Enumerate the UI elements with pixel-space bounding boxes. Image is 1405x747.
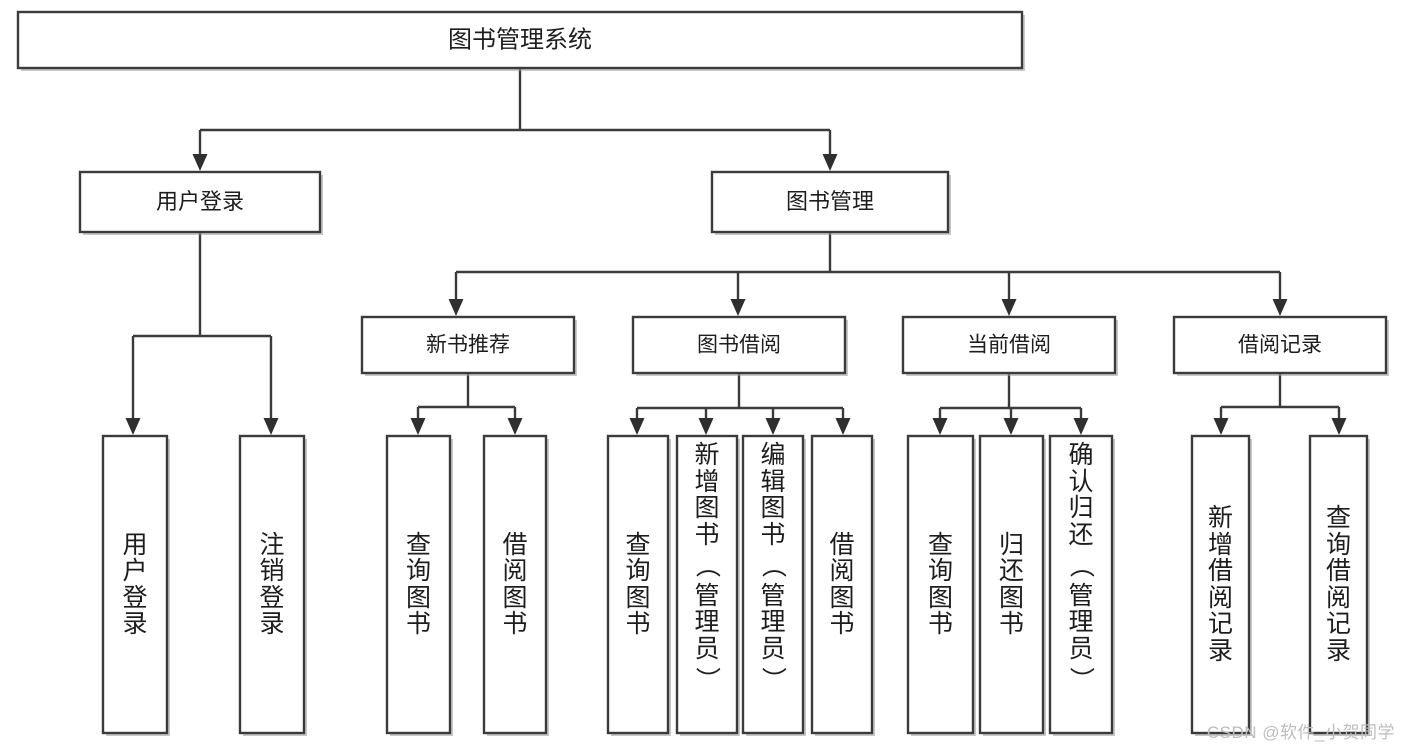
arrow-head [1001,299,1017,316]
connector-current_borrow_children [932,373,1089,435]
node-box-leaf-borrow-book-rec[interactable] [482,434,548,735]
arrow-head [410,418,426,435]
arrow-head [448,299,464,316]
node-box-leaf-query-book-cur[interactable] [906,434,975,735]
node-box-leaf-borrow-book[interactable] [810,434,874,735]
node-box-leaf-query-borrow-record[interactable] [1308,434,1369,735]
node-box-new-book-recommend[interactable] [360,315,576,375]
node-label-book-manage: 图书管理 [786,189,874,214]
node-box-leaf-query-book-borrow[interactable] [606,434,670,735]
connector-borrow_record_children [1213,373,1347,435]
connector-layer [125,68,1347,435]
node-box-leaf-confirm-return-admin[interactable] [1048,434,1114,735]
connector-root_to_level2 [192,68,838,171]
arrow-head [1331,418,1347,435]
node-box-leaf-add-book-admin[interactable] [675,434,739,735]
arrow-head [263,418,279,435]
arrow-head [629,418,645,435]
arrow-head [507,418,523,435]
node-box-leaf-user-login[interactable] [101,434,169,735]
arrow-head [698,418,714,435]
node-box-book-manage[interactable] [710,170,950,234]
node-box-borrow-record[interactable] [1172,315,1388,375]
arrow-head [1213,418,1229,435]
arrow-head [765,418,781,435]
connector-user_login_children [125,232,279,435]
node-box-book-borrow[interactable] [631,315,847,375]
connector-book_borrow_children [629,373,851,435]
arrow-head [822,154,838,171]
arrow-head [1073,418,1089,435]
arrow-head [730,299,746,316]
node-box-user-login[interactable] [78,170,322,234]
node-label-book-borrow: 图书借阅 [697,334,781,357]
arrow-head [1003,418,1019,435]
node-box-leaf-edit-book-admin[interactable] [741,434,805,735]
node-box-current-borrow[interactable] [901,315,1117,375]
node-box-leaf-logout[interactable] [238,434,306,735]
node-box-leaf-return-book[interactable] [978,434,1045,735]
node-box-leaf-query-book-rec[interactable] [385,434,452,735]
csdn-watermark: CSDN @软件_小贺同学 [1206,723,1395,742]
node-label-current-borrow: 当前借阅 [967,334,1051,357]
node-layer [16,10,1389,736]
arrow-head [835,418,851,435]
node-box-leaf-add-borrow-record[interactable] [1190,434,1251,735]
connector-book_manage_children [448,232,1288,316]
arrow-head [1272,299,1288,316]
arrow-head [932,418,948,435]
arrow-head [192,154,208,171]
node-label-root: 图书管理系统 [448,26,592,53]
node-label-user-login: 用户登录 [156,189,244,214]
connector-new_book_children [410,373,523,435]
node-label-borrow-record: 借阅记录 [1238,334,1322,357]
node-label-new-book-recommend: 新书推荐 [426,334,510,357]
arrow-head [125,418,141,435]
node-box-root[interactable] [16,10,1024,70]
